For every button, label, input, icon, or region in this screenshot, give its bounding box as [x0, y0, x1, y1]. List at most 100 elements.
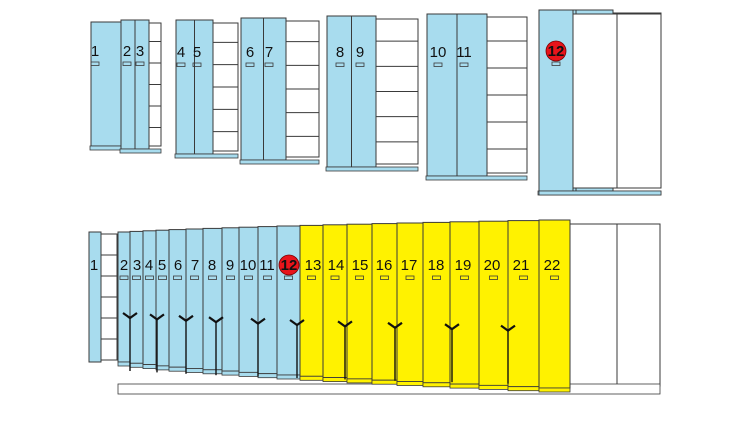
- base-rail: [539, 191, 661, 195]
- moving-unit-yellow: [323, 225, 347, 382]
- unit-number-label: 16: [376, 257, 393, 274]
- moving-unit-yellow: [539, 220, 570, 392]
- base-rail: [239, 372, 258, 376]
- closed-end-unit: [573, 14, 661, 188]
- unit-number-label: 9: [226, 257, 234, 274]
- end-side-panel: [570, 224, 660, 386]
- open-shelf-pair: [326, 16, 418, 171]
- unit-number-label: 3: [136, 43, 144, 60]
- unit-number-label: 12: [281, 257, 298, 274]
- base-rail: [143, 365, 156, 369]
- base-rail: [479, 385, 508, 389]
- front-panel: [239, 227, 258, 372]
- front-panel: [118, 232, 130, 362]
- moving-unit-blue: [143, 231, 156, 369]
- open-shelf-pair: [426, 14, 527, 180]
- front-panel: [258, 227, 277, 374]
- unit-number-label: 14: [328, 257, 345, 274]
- front-panel: [203, 228, 222, 369]
- front-panel: [539, 220, 570, 388]
- base-rail: [156, 366, 169, 370]
- front-panel: [91, 22, 121, 146]
- open-shelf-pair: [240, 18, 319, 164]
- unit-number-label: 10: [430, 44, 447, 61]
- unit-number-label: 7: [191, 257, 199, 274]
- unit-number-label: 1: [91, 43, 99, 60]
- unit-number-label: 5: [193, 44, 201, 61]
- unit-number-label: 13: [305, 257, 322, 274]
- base-rail: [508, 387, 539, 391]
- unit-number-label: 20: [484, 257, 501, 274]
- front-panel: [372, 224, 397, 381]
- front-panel: [323, 225, 347, 378]
- front-panel: [156, 230, 169, 366]
- base-rail: [186, 369, 203, 373]
- front-panel: [169, 230, 186, 368]
- moving-unit-yellow: [347, 224, 372, 383]
- base-rail: [222, 371, 239, 375]
- base-rail: [258, 374, 277, 378]
- front-panel: [397, 223, 423, 382]
- moving-unit-blue: [118, 232, 130, 366]
- moving-unit-blue: [130, 231, 143, 367]
- top-row-open-shelving: 123456789101112: [90, 10, 661, 195]
- front-panel: [89, 232, 101, 362]
- unit-number-label: 11: [456, 44, 472, 61]
- moving-unit-blue: [222, 228, 239, 375]
- moving-unit-blue: [169, 230, 186, 372]
- unit-number-label: 1: [90, 257, 98, 274]
- front-panel: [347, 224, 372, 379]
- unit-number-label: 2: [123, 43, 131, 60]
- base-rail: [240, 160, 319, 164]
- base-rail: [397, 382, 423, 386]
- unit-number-label: 12: [548, 43, 565, 60]
- open-shelf-pair: [175, 20, 238, 158]
- front-panel: [300, 225, 323, 376]
- unit-number-label: 3: [133, 257, 141, 274]
- moving-unit-blue: [203, 228, 222, 373]
- moving-unit-yellow: [397, 223, 423, 386]
- unit-number-label: 8: [208, 257, 216, 274]
- unit-number-label: 6: [174, 257, 182, 274]
- unit-number-label: 18: [428, 257, 445, 274]
- unit-number-label: 10: [240, 257, 257, 274]
- unit-number-label: 7: [265, 44, 273, 61]
- front-panel: [222, 228, 239, 371]
- base-rail: [323, 378, 347, 382]
- base-rail: [326, 167, 418, 171]
- unit-number-label: 8: [336, 44, 344, 61]
- moving-unit-yellow: [300, 225, 323, 380]
- moving-unit-yellow: [508, 221, 539, 391]
- base-rail: [347, 379, 372, 383]
- moving-unit-yellow: [423, 222, 450, 386]
- front-panel: [423, 222, 450, 382]
- floor-rail: [118, 384, 660, 394]
- unit-number-label: 6: [246, 44, 254, 61]
- moving-unit-blue: [258, 227, 277, 378]
- moving-unit-yellow: [450, 222, 479, 388]
- unit-number-label: 4: [177, 44, 185, 61]
- front-panel: [130, 231, 143, 363]
- unit-number-label: 2: [120, 257, 128, 274]
- moving-unit-blue: [239, 227, 258, 376]
- unit-number-label: 4: [145, 257, 153, 274]
- base-rail: [450, 384, 479, 388]
- base-rail: [372, 380, 397, 384]
- moving-unit-yellow: [479, 221, 508, 389]
- unit-number-label: 5: [158, 257, 166, 274]
- unit-number-label: 19: [455, 257, 472, 274]
- base-rail: [118, 362, 130, 366]
- base-rail: [203, 370, 222, 374]
- moving-unit-blue: [156, 230, 169, 370]
- front-panel: [450, 222, 479, 384]
- base-rail: [130, 363, 143, 367]
- front-panel: [479, 221, 508, 385]
- base-rail: [426, 176, 527, 180]
- unit-number-label: 15: [352, 257, 369, 274]
- unit-number-label: 11: [259, 257, 275, 274]
- base-rail: [300, 376, 323, 380]
- unit-number-label: 17: [401, 257, 418, 274]
- unit-number-label: 9: [356, 44, 364, 61]
- unit-number-label: 21: [513, 257, 530, 274]
